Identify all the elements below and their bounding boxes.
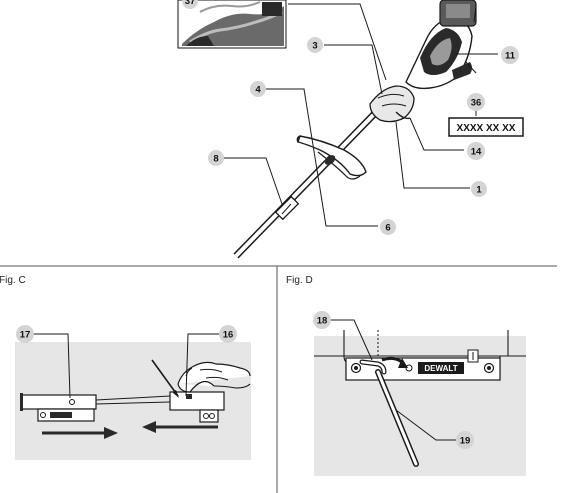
shaft-coupler <box>274 195 300 221</box>
leader-19 <box>395 409 456 441</box>
svg-text:DEWALT: DEWALT <box>424 364 457 373</box>
callout-11: 11 <box>501 46 519 64</box>
fig-d-panel: Fig. D DEWALT <box>286 275 526 476</box>
svg-text:36: 36 <box>471 98 482 109</box>
panel-dividers <box>0 265 557 493</box>
hand-drawing <box>177 361 251 393</box>
fig-c-label: Fig. C <box>0 275 26 286</box>
trimmer-shaft <box>233 101 387 259</box>
callout-6: 6 <box>380 219 396 235</box>
callout-4: 4 <box>250 81 266 97</box>
fig-b-trimmer-illustration: 37 3 11 4 36 XXXX XX XX 8 14 <box>177 0 524 259</box>
svg-text:3: 3 <box>312 41 317 52</box>
svg-text:XXXX XX XX: XXXX XX XX <box>457 123 516 134</box>
callout-36: 36 <box>467 93 485 111</box>
brand-logo: DEWALT <box>418 362 464 374</box>
svg-text:37: 37 <box>185 0 196 7</box>
svg-text:6: 6 <box>385 223 390 234</box>
fig-d-label: Fig. D <box>286 275 313 286</box>
motor-housing <box>405 0 477 90</box>
svg-text:17: 17 <box>20 330 31 341</box>
leader-lines <box>224 3 498 227</box>
inset-detail-image <box>177 0 287 49</box>
svg-text:4: 4 <box>255 85 261 96</box>
hex-key-icon <box>359 359 419 467</box>
fig-d-background <box>314 336 526 476</box>
svg-text:18: 18 <box>317 316 328 327</box>
svg-text:19: 19 <box>460 436 471 447</box>
rotation-arrow-icon <box>381 356 408 368</box>
svg-text:1: 1 <box>476 185 482 196</box>
callout-8: 8 <box>208 150 224 166</box>
part-code-box: XXXX XX XX <box>448 117 524 137</box>
callout-3: 3 <box>307 37 323 53</box>
guard-plate-right <box>169 391 225 423</box>
callout-37: 37 <box>182 0 198 9</box>
svg-text:8: 8 <box>213 154 218 165</box>
guard-plate-left <box>20 393 97 422</box>
svg-text:16: 16 <box>223 330 234 341</box>
trimmer-line <box>95 401 171 405</box>
pointer-line <box>151 359 179 397</box>
svg-text:11: 11 <box>505 51 516 62</box>
leader-17 <box>34 333 71 399</box>
arrow-left-icon <box>142 421 218 433</box>
fig-c-panel: Fig. C <box>0 275 251 460</box>
leader-16 <box>185 333 220 397</box>
leader-18 <box>330 319 373 361</box>
rear-grip <box>369 85 415 123</box>
callout-19: 19 <box>456 431 474 449</box>
arrow-right-icon <box>42 427 118 439</box>
callout-17: 17 <box>16 325 34 343</box>
callout-18: 18 <box>313 311 331 329</box>
callout-14: 14 <box>467 142 485 160</box>
callout-16: 16 <box>219 325 237 343</box>
callout-1: 1 <box>471 181 487 197</box>
svg-text:14: 14 <box>471 147 482 158</box>
d-handle <box>296 135 367 180</box>
